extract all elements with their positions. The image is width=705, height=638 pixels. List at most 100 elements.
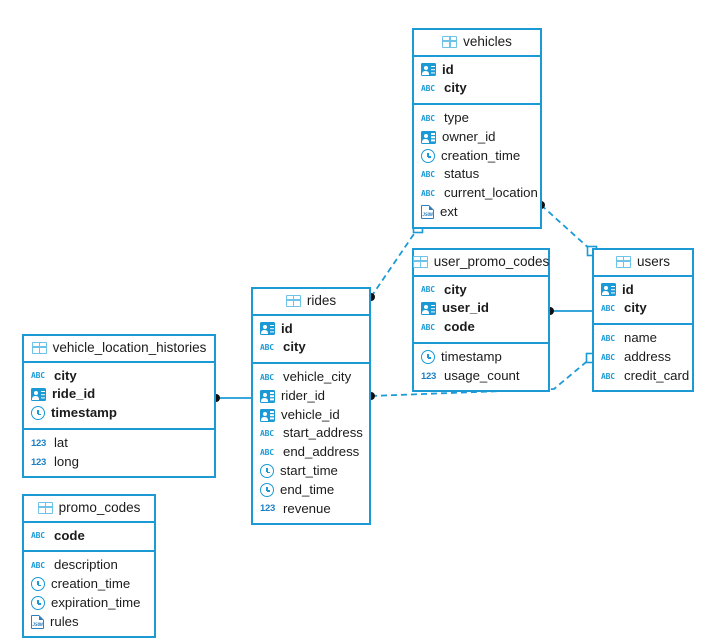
table-title: rides (306, 293, 337, 308)
table-icon (31, 341, 47, 354)
field-name: creation_time (441, 147, 521, 163)
field-row[interactable]: timestamp (414, 348, 548, 367)
field-row[interactable]: creation_time (24, 575, 154, 594)
field-name: current_location (444, 185, 538, 201)
field-name: type (444, 110, 469, 126)
table-header[interactable]: promo_codes (24, 496, 154, 523)
field-row[interactable]: creation_time (414, 147, 540, 166)
123-number-type-icon: 123 (31, 456, 46, 468)
field-row[interactable]: ride_id (24, 385, 214, 404)
field-row[interactable]: id (253, 320, 369, 339)
field-row[interactable]: end_time (253, 481, 369, 500)
field-name: id (622, 281, 634, 297)
table-title: user_promo_codes (433, 254, 550, 269)
field-name: rules (50, 613, 79, 629)
field-row[interactable]: vehicle_id (253, 406, 369, 425)
field-name: credit_card (624, 367, 690, 383)
field-row[interactable]: id (594, 281, 692, 300)
field-name: long (54, 453, 79, 469)
abc-text-type-icon: ABC (31, 371, 45, 381)
json-document-icon: JSON (31, 614, 45, 630)
table-header[interactable]: vehicle_location_histories (24, 336, 214, 363)
abc-text-type-icon: ABC (421, 170, 435, 180)
field-row[interactable]: expiration_time (24, 594, 154, 613)
field-name: lat (54, 434, 68, 450)
123-number-type-icon: 123 (260, 503, 275, 515)
clock-timestamp-icon (260, 464, 274, 479)
clock-timestamp-icon (31, 596, 45, 611)
primary-key-icon (421, 63, 436, 77)
table-header[interactable]: user_promo_codes (412, 250, 550, 277)
table-icon (285, 294, 301, 307)
table-header[interactable]: vehicles (414, 30, 540, 57)
field-name: start_time (280, 462, 338, 478)
field-row[interactable]: owner_id (414, 128, 540, 147)
field-name: code (444, 319, 475, 335)
primary-key-icon (601, 283, 616, 297)
field-row[interactable]: JSON rules (24, 613, 154, 632)
table-icon (442, 35, 458, 48)
json-document-icon: JSON (421, 204, 435, 220)
abc-text-type-icon: ABC (31, 531, 45, 541)
rel-user-promo-codes-users[interactable] (546, 307, 592, 315)
clock-timestamp-icon (421, 149, 435, 164)
table-title: users (636, 254, 670, 269)
primary-key-icon (260, 408, 275, 422)
field-row[interactable]: 123 lat (24, 434, 214, 453)
field-name: end_address (283, 444, 360, 460)
table-header[interactable]: users (594, 250, 692, 277)
123-number-type-icon: 123 (31, 437, 46, 449)
field-name: rider_id (281, 387, 325, 403)
field-row[interactable]: ABC code (24, 527, 154, 546)
123-number-type-icon: 123 (421, 370, 436, 382)
field-row[interactable]: timestamp (24, 404, 214, 423)
primary-key-icon (421, 130, 436, 144)
primary-key-icon (260, 389, 275, 403)
rel-vehicle-location-histories-rides[interactable] (212, 394, 251, 402)
field-row[interactable]: 123 long (24, 453, 214, 472)
field-row[interactable]: rider_id (253, 387, 369, 406)
table-title: promo_codes (58, 500, 141, 515)
primary-key-icon (31, 388, 46, 402)
field-name: end_time (280, 481, 335, 497)
field-row[interactable]: id (414, 61, 540, 80)
table-header[interactable]: rides (253, 289, 369, 316)
field-name: code (54, 527, 85, 543)
field-row[interactable]: user_id (414, 299, 548, 318)
field-row[interactable]: start_time (253, 462, 369, 481)
column-section: 123 lat 123 long (24, 430, 214, 477)
abc-text-type-icon: ABC (260, 429, 274, 439)
clock-timestamp-icon (421, 350, 435, 365)
table-icon (615, 255, 631, 268)
table-icon (412, 255, 428, 268)
